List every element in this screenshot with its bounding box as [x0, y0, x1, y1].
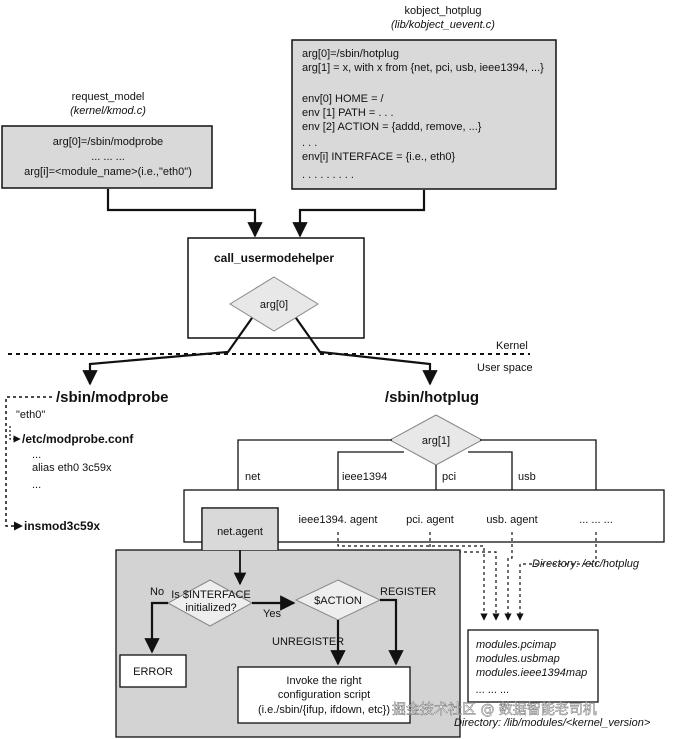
decision-interface-line1: Is $INTERFACE — [171, 589, 250, 601]
agent-net-label: net.agent — [217, 526, 263, 538]
modprobe-dots1: ... — [32, 449, 41, 461]
arrow-to-hotplug — [295, 317, 438, 386]
modprobe-dashed-path — [5, 396, 52, 531]
watermark-text: 掘金技术社区 @ 数据智能老司机 — [392, 702, 597, 718]
helper-title: call_usermodehelper — [214, 251, 334, 265]
agent-pci: pci. agent — [406, 514, 454, 526]
modules-dots: ... ... ... — [476, 684, 510, 696]
arrow-kobject-to-helper — [292, 190, 426, 238]
branch-net: net — [245, 471, 260, 483]
branch-pci: pci — [442, 471, 456, 483]
hotplug-title: /sbin/hotplug — [385, 389, 479, 406]
kobject-line-dots: . . . — [302, 137, 317, 149]
arrow-request-to-helper — [106, 189, 263, 238]
agent-ieee1394: ieee1394. agent — [299, 514, 378, 526]
kobject-line-arg1: arg[1] = x, with x from {net, pci, usb, … — [302, 62, 544, 74]
modules-dir-label: Directory: /lib/modules/<kernel_version> — [454, 717, 651, 729]
net-agent-tab-border — [201, 507, 279, 550]
dash-usb-to-maps — [504, 532, 513, 621]
arrow-to-modprobe — [82, 317, 253, 386]
kobject-source: (lib/kobject_uevent.c) — [391, 19, 495, 31]
arrow-no-to-error — [144, 601, 168, 654]
helper-diamond — [229, 276, 319, 332]
branch-ieee1394-line — [334, 451, 404, 509]
request-title: request_model — [72, 91, 145, 103]
decision-interface-line2: initialized? — [185, 602, 236, 614]
arrow-register — [380, 598, 404, 666]
label-register: REGISTER — [380, 586, 436, 598]
modprobe-conf-arrow — [9, 426, 21, 443]
agent-others: ... ... ... — [579, 514, 613, 526]
kobject-line-env0: env[0] HOME = / — [302, 93, 385, 105]
branch-net-line — [234, 439, 392, 509]
helper-diamond-label: arg[0] — [260, 299, 288, 311]
branch-ieee1394: ieee1394 — [342, 471, 387, 483]
invoke-line3: (i.e./sbin/{ifup, ifdown, etc}) — [258, 704, 390, 716]
kobject-box — [291, 39, 557, 190]
kobject-line-dots2: . . . . . . . . . — [302, 169, 354, 181]
modprobe-arg: "eth0" — [16, 409, 45, 421]
label-unregister: UNREGISTER — [272, 636, 344, 648]
request-line-dots: ... ... ... — [91, 151, 125, 163]
request-source: (kernel/kmod.c) — [70, 105, 146, 117]
kobject-line-env1: env [1] PATH = . . . — [302, 107, 394, 119]
label-yes: Yes — [263, 608, 281, 620]
kobject-line-envi: env[i] INTERFACE = {i.e., eth0} — [302, 151, 455, 163]
branch-usb: usb — [518, 471, 536, 483]
error-label: ERROR — [133, 666, 173, 678]
invoke-line2: configuration script — [278, 689, 370, 701]
dash-others-to-maps — [516, 532, 597, 621]
invoke-line1: Invoke the right — [286, 675, 361, 687]
kobject-line-env2: env [2] ACTION = {addd, remove, ...} — [302, 121, 482, 133]
branch-usb-line — [468, 451, 516, 509]
kobject-title: kobject_hotplug — [404, 5, 481, 17]
user-space-label: User space — [477, 362, 533, 374]
agent-usb: usb. agent — [486, 514, 537, 526]
modprobe-alias: alias eth0 3c59x — [32, 462, 112, 474]
modules-box — [467, 629, 599, 703]
error-box — [119, 654, 187, 688]
label-no: No — [150, 586, 164, 598]
modprobe-conf: /etc/modprobe.conf — [22, 432, 134, 446]
modules-ieee1394map: modules.ieee1394map — [476, 667, 587, 679]
modprobe-title: /sbin/modprobe — [56, 389, 169, 406]
request-box — [1, 125, 213, 189]
dash-ieee1394-to-maps — [337, 532, 488, 621]
request-line-arg0: arg[0]=/sbin/modprobe — [53, 136, 163, 148]
dash-pci-to-maps — [429, 532, 500, 621]
decision-action-label: $ACTION — [314, 595, 362, 607]
request-line-argi: arg[i]=<module_name>(i.e.,"eth0") — [24, 166, 192, 178]
hotplug-diamond-label: arg[1] — [422, 435, 450, 447]
kobject-line-arg0: arg[0]=/sbin/hotplug — [302, 48, 399, 60]
decision-interface — [166, 579, 254, 627]
modules-usbmap: modules.usbmap — [476, 653, 560, 665]
modprobe-insmod: insmod3c59x — [24, 519, 100, 533]
net-agent-tab — [202, 508, 278, 550]
invoke-box — [237, 666, 411, 724]
modprobe-dots2: ... — [32, 479, 41, 491]
branch-other-line — [480, 439, 600, 509]
modules-pcimap: modules.pcimap — [476, 639, 556, 651]
kernel-label: Kernel — [496, 340, 528, 352]
